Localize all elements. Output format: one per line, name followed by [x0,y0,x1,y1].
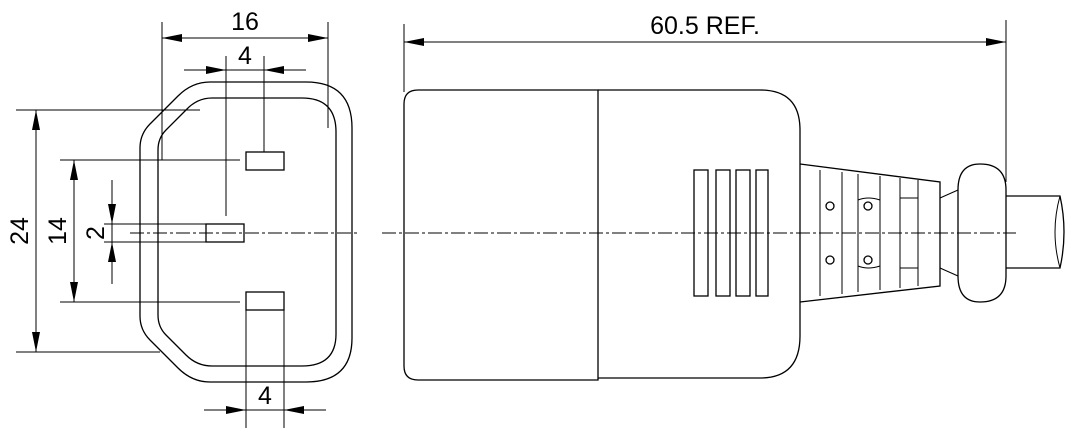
top-pin [245,151,285,171]
front-view-inner-contour [157,97,337,367]
dimension-width-overall-label: 16 [231,8,259,36]
dimension-length-ref-label: 60.5 REF. [650,12,760,40]
dimension-length-ref: 60.5 REF. [403,12,1007,182]
cable-cut-line [1054,195,1061,269]
dimension-pin-spacing-bottom-label: 4 [258,382,272,410]
dimension-height-pins-label: 14 [44,217,72,245]
plug-body [403,89,599,381]
front-view-outer-contour [139,81,353,383]
dimension-pin-spacing-top: 4 [184,42,306,216]
cable-boot-grooves [857,197,919,269]
cable-collar-neck [939,189,959,277]
side-view [403,89,1065,381]
dimension-pin-thickness: 2 [82,180,206,284]
dimension-height-overall-label: 24 [6,217,34,245]
boot-hole [863,201,873,211]
dimension-pin-thickness-label: 2 [82,226,110,240]
dimension-pin-spacing-bottom: 4 [204,310,326,428]
boot-hole [825,201,835,211]
cable-boot-outline [799,163,941,303]
strain-relief [598,89,801,379]
dimension-height-pins: 14 [44,159,240,303]
dimension-width-overall: 16 [161,8,329,160]
grip-ribs [693,169,769,297]
cable [1006,195,1065,269]
bottom-pin [245,291,285,311]
dimension-pin-spacing-top-label: 4 [238,42,252,70]
boot-hole [863,255,873,265]
cable-collar [957,163,1007,303]
dimension-height-overall: 24 [6,109,200,353]
front-view [139,81,353,383]
boot-hole [825,255,835,265]
